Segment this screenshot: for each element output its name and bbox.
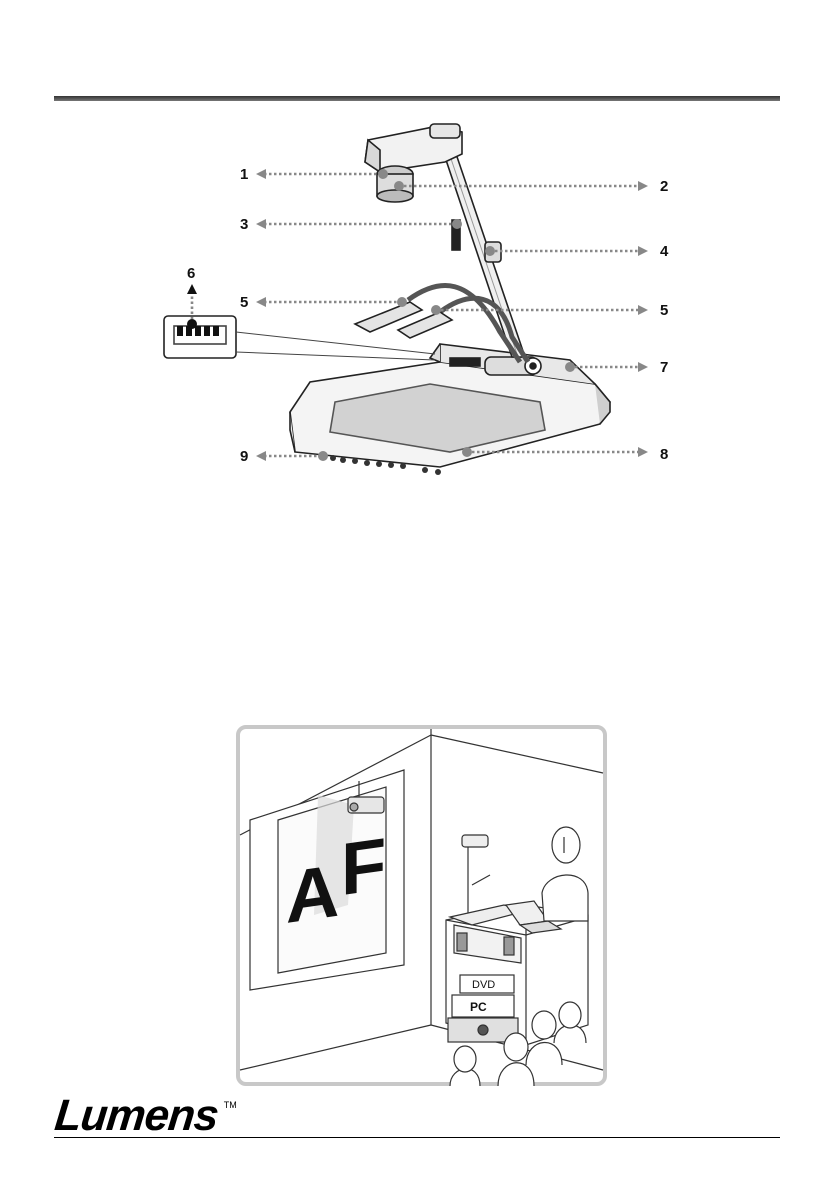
camera-base	[290, 344, 610, 475]
document-camera-diagram	[140, 112, 700, 512]
callout-7: 7	[660, 360, 668, 375]
trademark-symbol: TM	[224, 1100, 237, 1110]
callout-6: 6	[187, 266, 195, 281]
callout-2: 2	[660, 179, 668, 194]
logo-wordmark: Lumens	[53, 1096, 220, 1136]
dvd-label: DVD	[472, 979, 495, 991]
dip-switch-inset	[164, 316, 435, 360]
pc-label: PC	[470, 1000, 487, 1014]
classroom-illustration: A F DVD PC	[236, 725, 607, 1086]
header-rule	[54, 96, 780, 101]
callout-8: 8	[660, 447, 668, 462]
callout-4: 4	[660, 244, 668, 259]
lumens-logo: Lumens TM	[55, 1096, 237, 1140]
callout-5-left: 5	[240, 295, 248, 310]
screen-letter-a: A	[286, 849, 339, 939]
footer-rule	[54, 1137, 780, 1138]
callout-9: 9	[240, 449, 248, 464]
screen-letter-f: F	[341, 822, 386, 911]
camera-arm	[440, 142, 525, 357]
callout-5-right: 5	[660, 303, 668, 318]
callout-1: 1	[240, 167, 248, 182]
callout-3: 3	[240, 217, 248, 232]
